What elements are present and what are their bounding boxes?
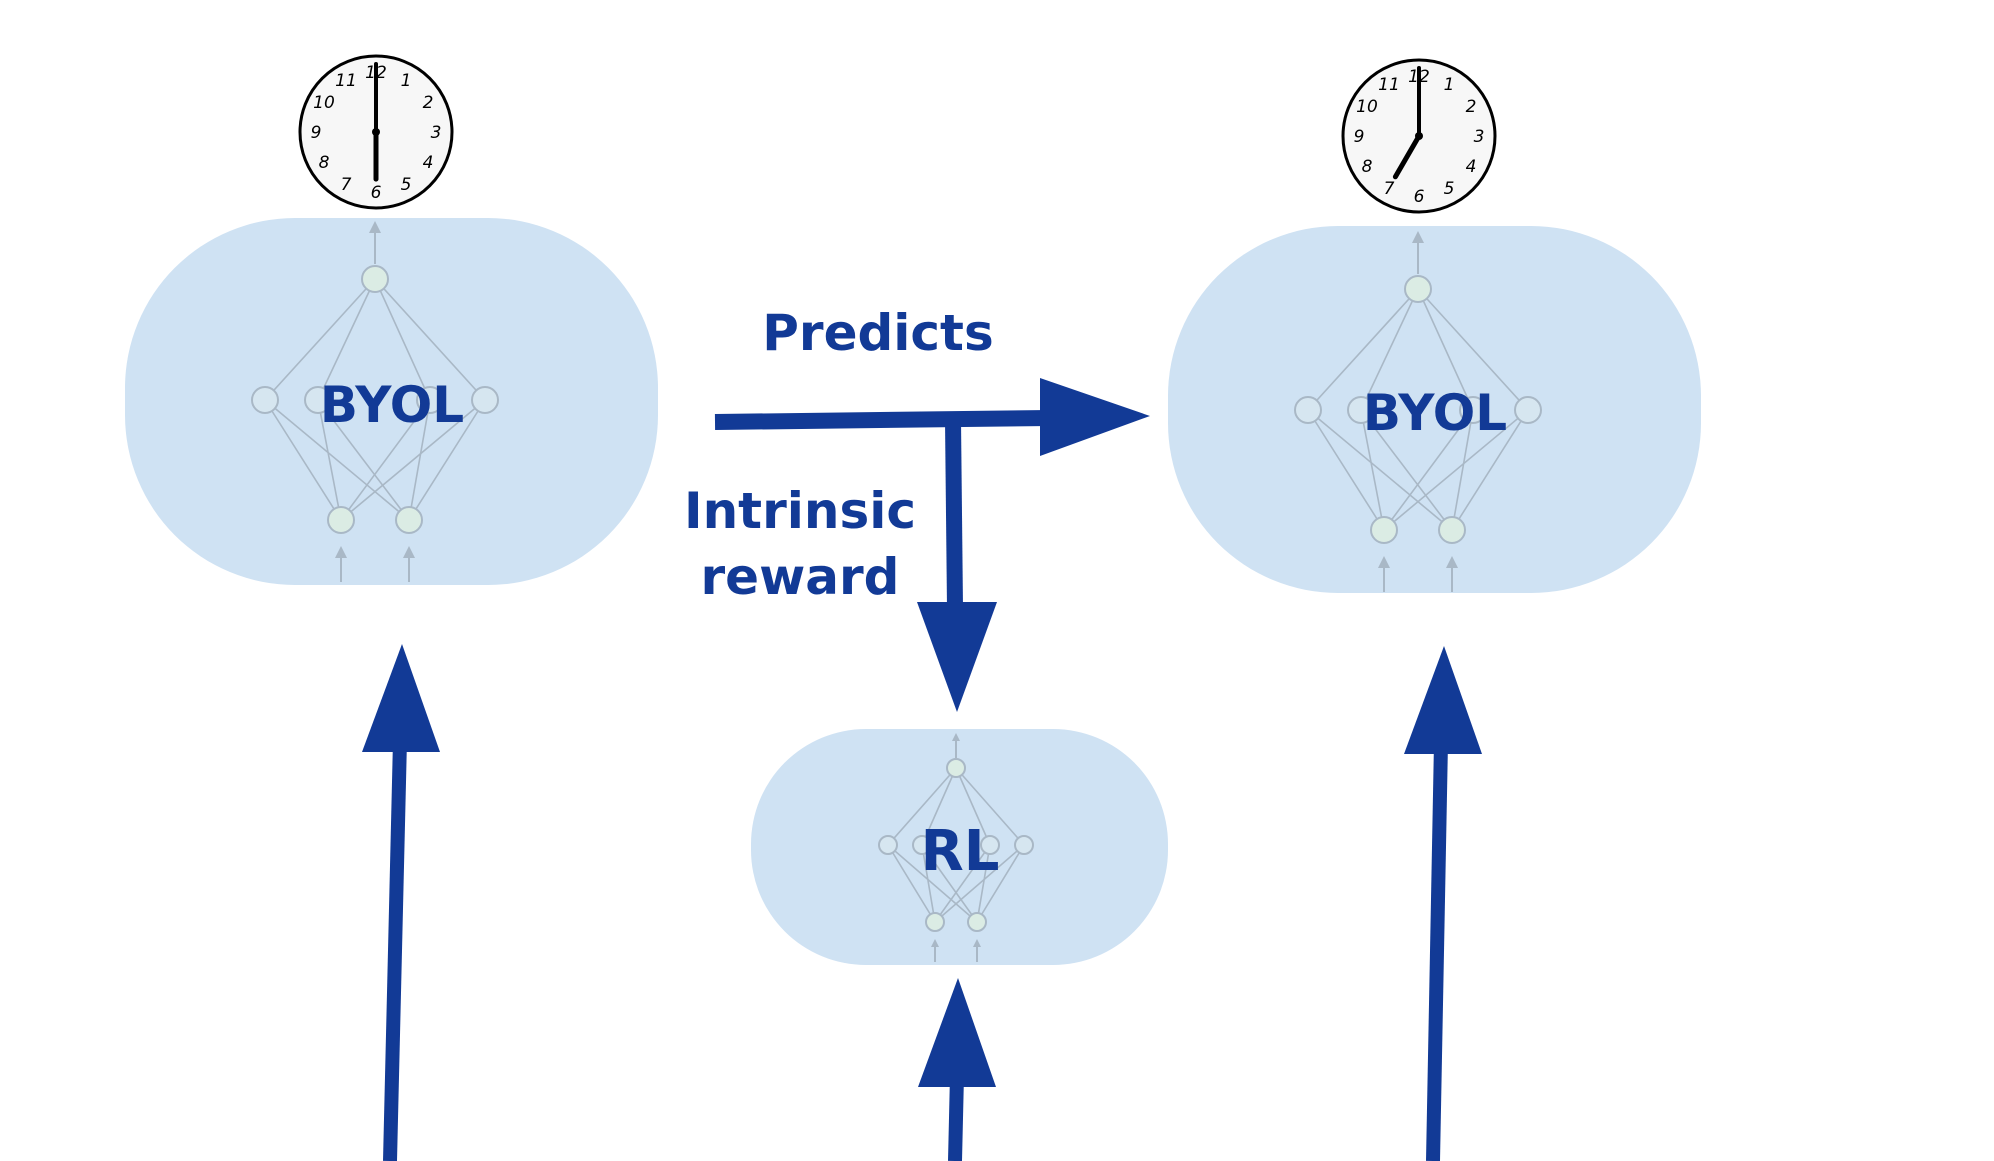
reward-label: reward [701, 548, 900, 606]
predicts-arrow [714, 378, 1150, 456]
clock-center [1415, 132, 1423, 140]
byol-right-box [1168, 226, 1701, 593]
clock-numeral: 7 [1384, 179, 1395, 199]
intrinsic-label: Intrinsic [684, 482, 916, 540]
byol-left-box [125, 218, 658, 585]
clock-numeral: 1 [1444, 75, 1455, 95]
clock-numeral: 8 [319, 153, 330, 173]
clock-numeral: 5 [401, 175, 412, 195]
rl-box [751, 729, 1168, 965]
clock-right-icon: 121234567891011 [1341, 58, 1497, 214]
input-arrow-rl [918, 978, 996, 1161]
clock-numeral: 6 [371, 183, 382, 203]
byol-right-title: BYOL [1363, 384, 1507, 442]
clock-numeral: 11 [1378, 75, 1400, 95]
byol-left-network-icon [251, 221, 499, 582]
clock-numeral: 1 [401, 71, 412, 91]
clock-numeral: 9 [311, 123, 322, 143]
clock-numeral: 2 [1466, 97, 1477, 117]
byol-right-node: BYOL [1168, 226, 1701, 593]
clock-numeral: 4 [423, 153, 434, 173]
clock-numeral: 3 [431, 123, 442, 143]
byol-left-title: BYOL [320, 376, 464, 434]
clock-numeral: 7 [341, 175, 352, 195]
predicts-label: Predicts [762, 304, 993, 362]
clock-center [372, 128, 380, 136]
clock-numeral: 6 [1414, 187, 1425, 207]
rl-title: RL [921, 819, 1000, 884]
rl-network-icon [878, 733, 1034, 962]
clock-numeral: 9 [1354, 127, 1365, 147]
input-arrow-byol-right [1404, 646, 1482, 1161]
clock-left-icon: 121234567891011 [298, 54, 454, 210]
clock-numeral: 8 [1362, 157, 1373, 177]
clock-hour-hand [1392, 133, 1422, 180]
clock-numeral: 5 [1444, 179, 1455, 199]
clock-numeral: 10 [313, 93, 335, 113]
rl-node: RL [751, 729, 1168, 965]
byol-left-node: BYOL [125, 218, 658, 585]
clock-numeral: 3 [1474, 127, 1485, 147]
clock-numeral: 2 [423, 93, 434, 113]
clock-numeral: 4 [1466, 157, 1477, 177]
clock-numeral: 11 [335, 71, 357, 91]
byol-right-network-icon [1294, 231, 1542, 592]
intrinsic-reward-arrow [917, 419, 997, 712]
clock-numeral: 10 [1356, 97, 1378, 117]
input-arrow-byol-left [362, 644, 440, 1161]
